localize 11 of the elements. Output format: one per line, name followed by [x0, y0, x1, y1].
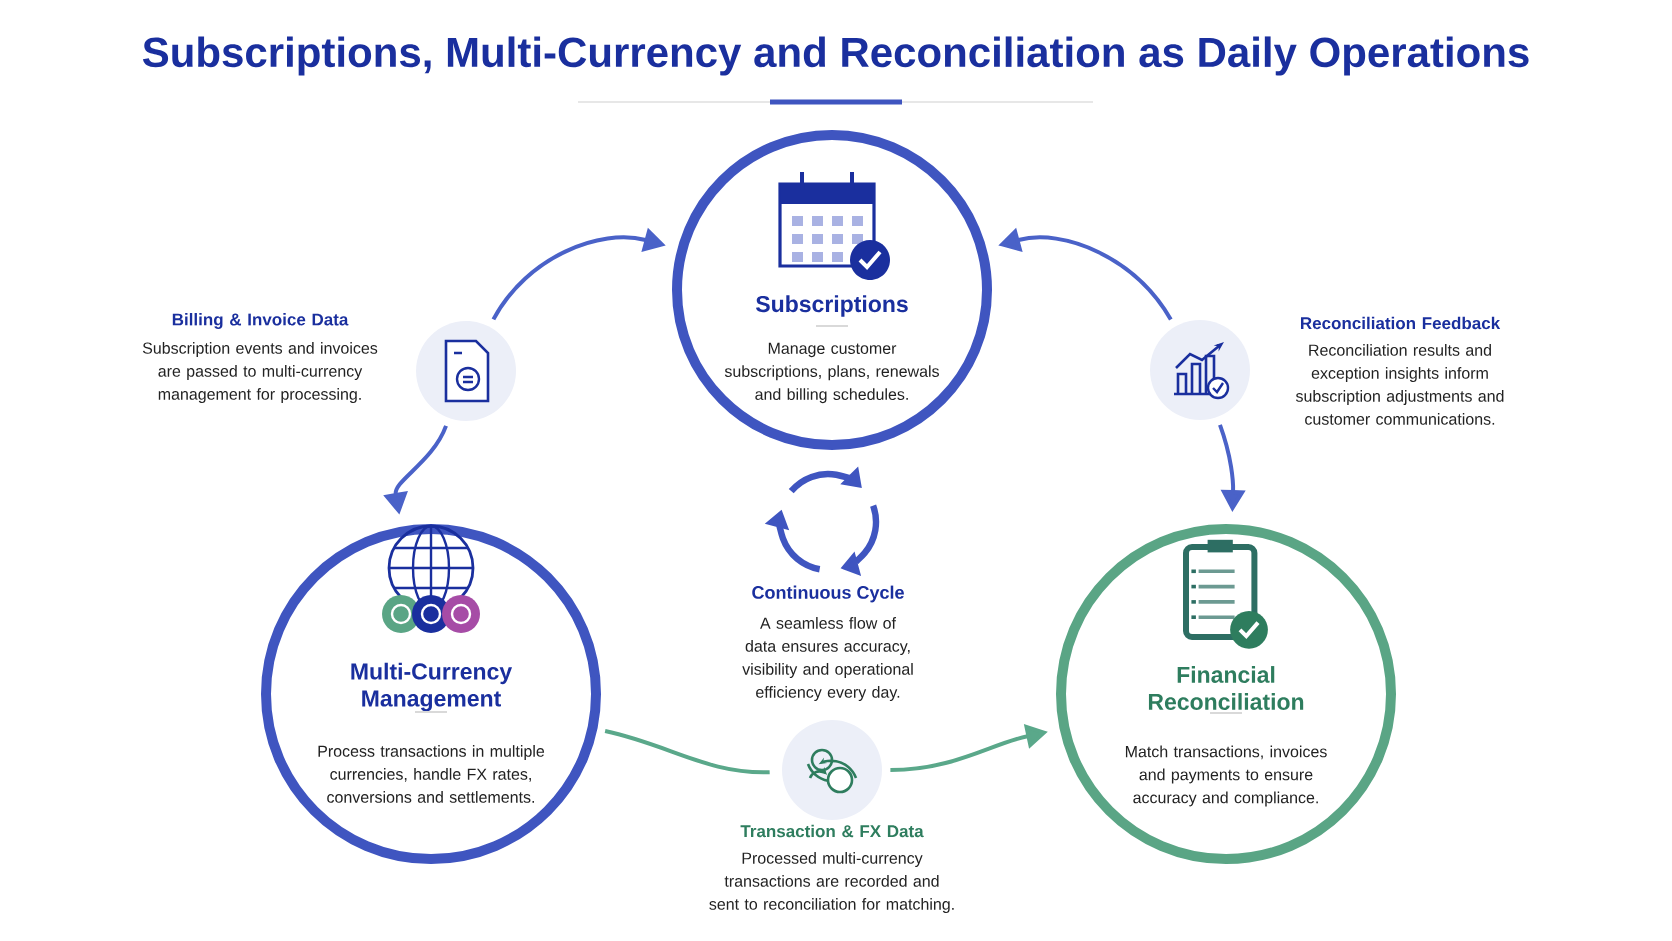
description: A seamless flow of data ensures accuracy, visibility and operational efficiency every day.	[742, 617, 913, 701]
data-heading: Billing & Invoice Data	[172, 313, 349, 329]
icon-circle	[1150, 320, 1250, 420]
description: Processed multi-currency transactions are recorded and sent to reconciliation for matching.	[709, 852, 954, 913]
cycle-heading: Continuous Cycle	[752, 585, 904, 603]
data-heading: Reconciliation Feedback	[1301, 316, 1501, 330]
description: Reconciliation results and exception insights inform subscription adjustments and customer communications.	[1295, 344, 1504, 425]
description: Subscription events and invoices are passed to multi-currency management for processing.	[142, 342, 378, 403]
icon-circle	[782, 720, 882, 820]
title: Subscriptions, Multi-Currency and Reconciliation as Daily Operations	[142, 36, 1529, 76]
data-heading: Transaction & FX Data	[740, 824, 924, 838]
